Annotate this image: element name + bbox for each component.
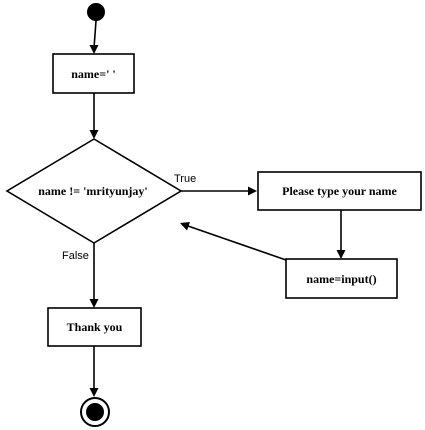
edge-thanks-to-end <box>89 346 99 397</box>
node-assign-empty: name=' ' <box>52 53 135 94</box>
node-prompt-label: Please type your name <box>282 184 397 198</box>
node-input: name=input() <box>285 258 398 299</box>
node-thank-you-label: Thank you <box>67 320 123 334</box>
edge-start-to-assign <box>89 20 99 54</box>
edge-true-label: True <box>174 173 196 185</box>
edge-true <box>181 186 257 196</box>
decision-condition-label: name != 'mrityunjay' <box>38 184 148 198</box>
node-assign-empty-label: name=' ' <box>71 67 116 81</box>
decision-node: name != 'mrityunjay' <box>5 138 183 244</box>
start-node <box>87 3 105 21</box>
edge-loop-back <box>180 222 287 261</box>
edge-false-label: False <box>62 250 89 262</box>
node-prompt: Please type your name <box>257 171 422 211</box>
edge-assign-to-decision <box>89 93 99 139</box>
node-thank-you: Thank you <box>47 307 142 347</box>
edge-prompt-to-input <box>336 210 346 259</box>
node-input-label: name=input() <box>306 272 376 286</box>
end-node <box>80 397 110 427</box>
edge-false <box>89 243 99 308</box>
